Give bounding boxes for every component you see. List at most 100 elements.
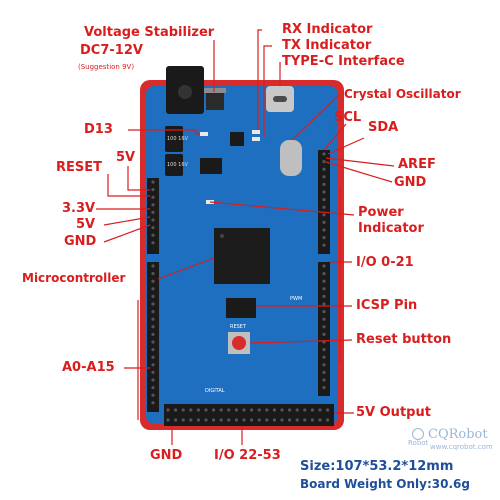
header-pin <box>151 279 155 283</box>
header-pin <box>189 408 193 412</box>
line-aref <box>325 157 395 167</box>
label-power-2: Indicator <box>358 221 424 236</box>
header-pin <box>204 418 208 422</box>
header-left-top <box>147 178 159 254</box>
rx-led <box>252 130 260 134</box>
header-pin <box>322 310 326 314</box>
line-sda <box>327 137 365 155</box>
header-pin <box>151 310 155 314</box>
icsp-header <box>226 298 256 318</box>
header-pin <box>318 418 322 422</box>
label-power-1: Power <box>358 205 404 220</box>
cap-label-a: 100 16V <box>167 136 188 142</box>
watermark-url: www.cqrobot.com <box>430 443 493 451</box>
usb-chip <box>200 158 222 174</box>
header-pin <box>151 218 155 222</box>
line-crystal <box>291 95 339 141</box>
header-pin <box>151 294 155 298</box>
header-pin <box>322 190 326 194</box>
spec-size: Size:107*53.2*12mm <box>300 459 454 474</box>
header-pin <box>322 302 326 306</box>
line-reset <box>107 174 150 197</box>
header-pin <box>322 348 326 352</box>
header-pin <box>227 408 231 412</box>
label-crystal-oscillator: Crystal Oscillator <box>344 87 461 101</box>
line-5v-left <box>103 216 151 226</box>
dc-jack-hole <box>178 85 192 99</box>
header-pin <box>151 370 155 374</box>
voltage-regulator <box>206 92 224 110</box>
capacitor-2 <box>165 154 183 176</box>
label-tx-indicator: TX Indicator <box>282 38 372 53</box>
crystal <box>280 140 302 176</box>
header-pin <box>322 220 326 224</box>
logo-icon <box>412 428 424 440</box>
tx-led <box>252 137 260 141</box>
header-pin <box>318 408 322 412</box>
label-dc-input: DC7-12V <box>80 43 143 58</box>
label-reset-button: Reset button <box>356 332 452 347</box>
header-pin <box>151 386 155 390</box>
header-pin <box>272 408 276 412</box>
header-pin <box>310 408 314 412</box>
header-pin <box>151 188 155 192</box>
reset-btn-cap <box>232 336 246 350</box>
line-power <box>209 201 355 216</box>
header-pin <box>234 418 238 422</box>
header-pin <box>326 418 330 422</box>
header-pin <box>151 264 155 268</box>
header-pin <box>326 408 330 412</box>
header-pin <box>151 317 155 321</box>
header-pin <box>322 236 326 240</box>
header-pin <box>250 408 254 412</box>
header-pin <box>212 408 216 412</box>
header-bottom <box>164 404 334 426</box>
header-pin <box>234 408 238 412</box>
header-right-top <box>318 150 330 254</box>
header-pin <box>295 408 299 412</box>
header-pin <box>322 355 326 359</box>
header-pin <box>322 370 326 374</box>
label-io-22-53: I/O 22-53 <box>214 448 281 463</box>
header-pin <box>322 386 326 390</box>
header-pin <box>189 418 193 422</box>
header-pin <box>322 182 326 186</box>
header-pin <box>250 418 254 422</box>
header-pin <box>322 160 326 164</box>
line-tx <box>263 45 272 137</box>
header-pin <box>151 393 155 397</box>
line-reset-btn <box>249 339 353 344</box>
header-pin <box>322 317 326 321</box>
header-pin <box>322 294 326 298</box>
header-pin <box>151 355 155 359</box>
header-pin <box>322 243 326 247</box>
header-pin <box>181 408 185 412</box>
watermark-mark: Robot <box>408 439 429 447</box>
label-d13: D13 <box>84 122 113 137</box>
header-pin <box>151 348 155 352</box>
label-icsp-pin: ICSP Pin <box>356 298 418 313</box>
reset-silk: RESET <box>230 324 247 330</box>
mcu-dot <box>220 234 224 238</box>
header-pin <box>257 408 261 412</box>
line-scl <box>323 123 347 151</box>
header-pin <box>303 408 307 412</box>
header-pin <box>322 363 326 367</box>
header-pin <box>265 408 269 412</box>
header-pin <box>288 408 292 412</box>
label-io-0-21: I/O 0-21 <box>356 255 414 270</box>
line-gnd-left <box>103 224 151 243</box>
header-pin <box>242 418 246 422</box>
label-aref: AREF <box>398 157 436 172</box>
header-pin <box>322 213 326 217</box>
d13-led <box>200 132 208 136</box>
header-pin <box>151 210 155 214</box>
label-sda: SDA <box>368 120 399 135</box>
header-pin <box>322 279 326 283</box>
header-pin <box>151 363 155 367</box>
header-pin <box>265 418 269 422</box>
line-mcu <box>157 257 215 280</box>
header-pin <box>295 418 299 422</box>
header-pin <box>219 418 223 422</box>
